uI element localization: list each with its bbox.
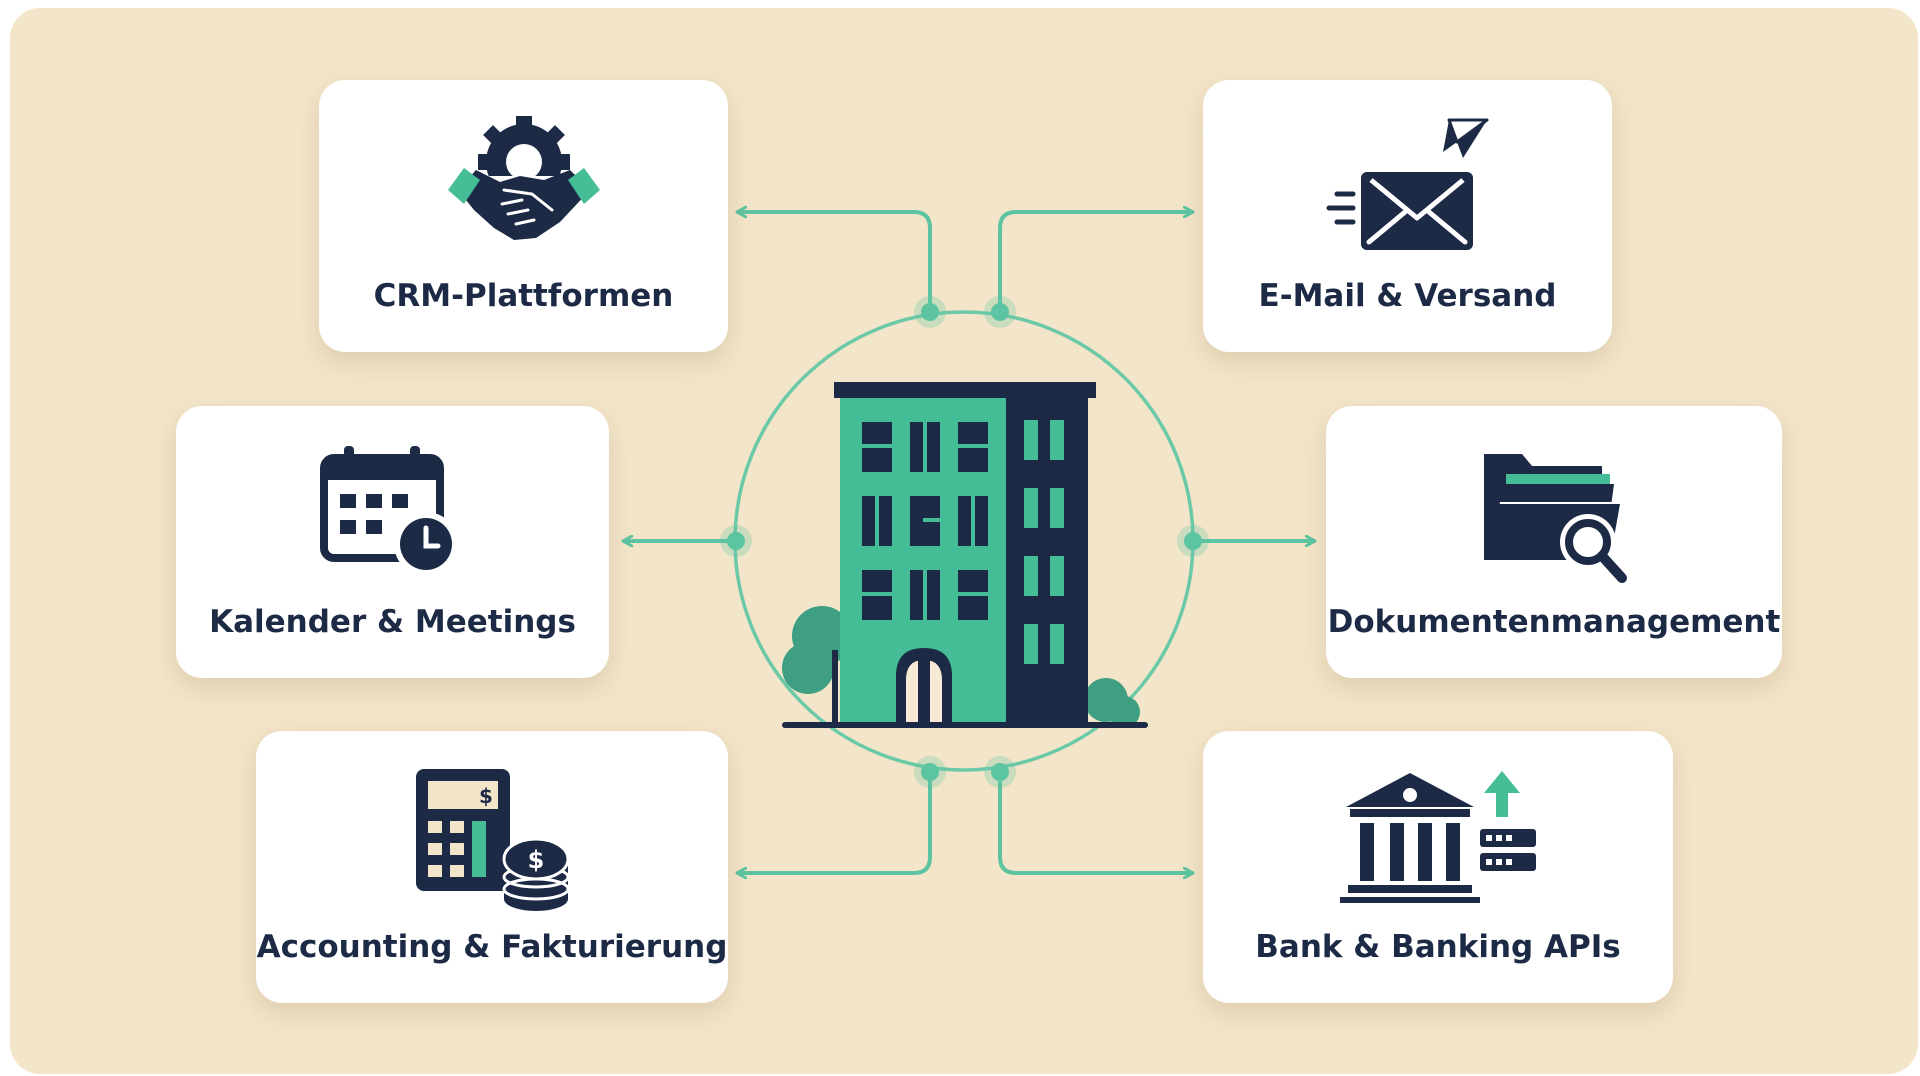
connector-crm <box>738 212 932 314</box>
calendar-clock-icon <box>320 446 458 576</box>
card-email[interactable]: E-Mail & Versand <box>1203 80 1612 352</box>
card-calendar[interactable]: Kalender & Meetings <box>176 406 609 678</box>
card-accounting-label: Accounting & Fakturierung <box>256 929 728 965</box>
connector-dots <box>720 296 1209 788</box>
card-email-label: E-Mail & Versand <box>1258 278 1557 314</box>
folder-search-icon <box>1484 454 1627 583</box>
card-documents[interactable]: Dokumentenmanagement <box>1326 406 1782 678</box>
connector-email <box>998 212 1192 314</box>
card-banking-label: Bank & Banking APIs <box>1255 929 1621 965</box>
bank-api-icon <box>1340 771 1536 903</box>
card-crm-label: CRM-Plattformen <box>373 278 674 314</box>
handshake-gear-icon <box>448 116 600 240</box>
office-building-icon <box>782 382 1148 728</box>
svg-text:$: $ <box>528 846 545 874</box>
card-crm[interactable]: CRM-Plattformen <box>319 80 728 352</box>
svg-text:$: $ <box>479 784 493 808</box>
connector-banking <box>998 770 1192 873</box>
envelope-paper-plane-icon <box>1326 118 1489 250</box>
card-documents-label: Dokumentenmanagement <box>1327 604 1781 640</box>
card-calendar-label: Kalender & Meetings <box>209 604 576 640</box>
calculator-coins-icon: $ $ <box>416 769 570 911</box>
card-accounting[interactable]: $ $ Accounting & Fakturierung <box>256 731 728 1003</box>
card-banking[interactable]: Bank & Banking APIs <box>1203 731 1673 1003</box>
connector-accounting <box>738 770 932 873</box>
